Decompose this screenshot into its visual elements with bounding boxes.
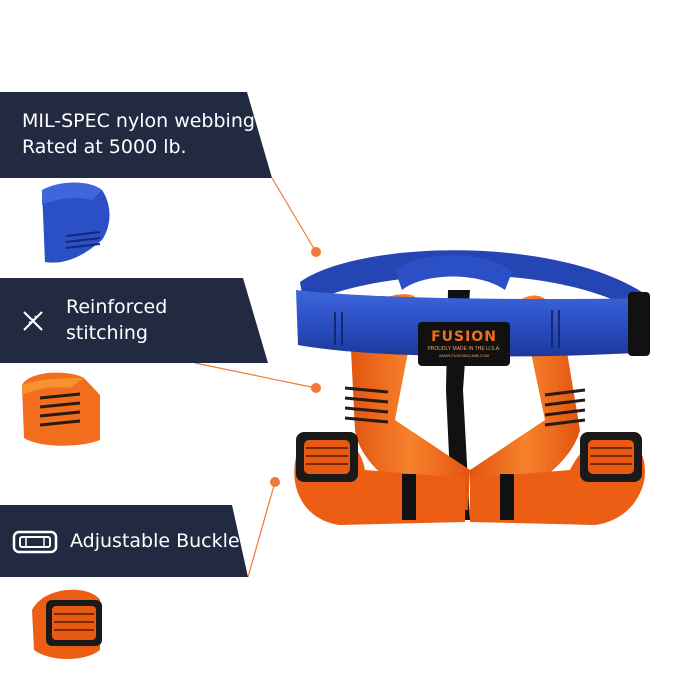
right-keeper: [500, 474, 514, 520]
left-keeper: [402, 474, 416, 520]
stitching-detail-image: [22, 372, 100, 446]
brand-url: WWW.FUSIONCLIMB.COM: [439, 353, 489, 358]
feature-line: stitching: [66, 322, 148, 344]
brand-logo: FUSION PROUDLY MADE IN THE U.S.A. WWW.FU…: [418, 322, 510, 366]
belt-stitching: [334, 310, 560, 348]
logo-patch: [418, 322, 510, 366]
left-buckle: [296, 432, 358, 482]
haul-loop: [395, 255, 512, 290]
buckle-icon: [12, 529, 58, 555]
feature-banner-webbing: MIL-SPEC nylon webbing Rated at 5000 lb.: [0, 92, 272, 178]
feature-line: Rated at 5000 lb.: [22, 136, 187, 158]
feature-banner-buckle: Adjustable Buckle: [0, 505, 248, 577]
feature-text: Reinforced stitching: [66, 294, 256, 346]
callout-dot: [270, 477, 280, 487]
feature-line: MIL-SPEC nylon webbing: [22, 110, 255, 132]
callout-dot: [311, 383, 321, 393]
brand-tagline: PROUDLY MADE IN THE U.S.A.: [427, 346, 501, 352]
waist-belt-back: [300, 250, 648, 318]
feature-text: Adjustable Buckle: [70, 530, 240, 552]
feature-line: Reinforced: [66, 296, 168, 318]
leg-stitching: [344, 386, 586, 427]
buckle-detail-image: [32, 589, 102, 659]
feature-text: MIL-SPEC nylon webbing Rated at 5000 lb.: [22, 108, 262, 160]
stitch-cross-icon: [20, 308, 46, 334]
callout-dot: [311, 247, 321, 257]
webbing-detail-image: [42, 182, 110, 263]
feature-banner-stitching: Reinforced stitching: [0, 278, 268, 363]
brand-name: FUSION: [431, 329, 497, 345]
right-buckle: [580, 432, 642, 482]
waist-buckle: [628, 292, 650, 356]
